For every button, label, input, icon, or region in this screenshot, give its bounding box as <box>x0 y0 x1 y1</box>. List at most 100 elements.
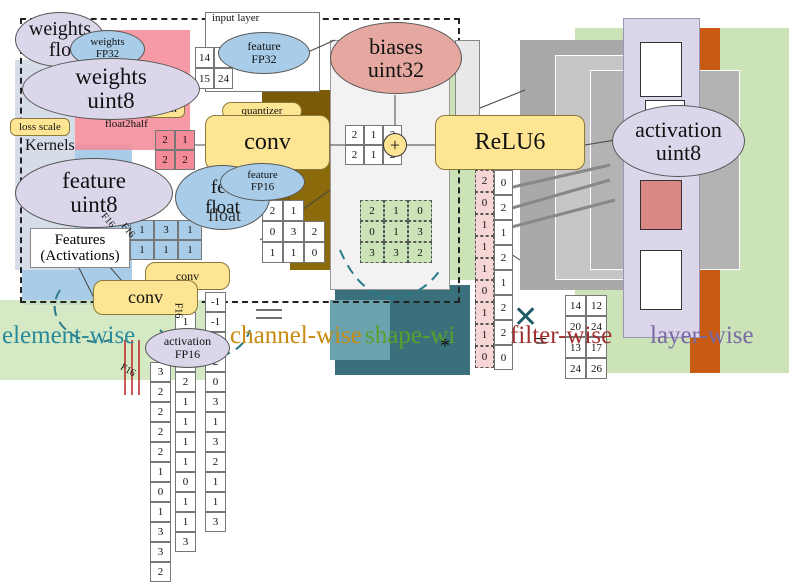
row-lower-cell: 0 <box>175 472 196 492</box>
f16-tag-3: F16 <box>172 302 184 319</box>
feature-float-bottom: float <box>205 196 240 218</box>
weights-uint8-ellipse: weights uint8 <box>22 58 200 120</box>
feature-fp16-top: feature <box>247 169 278 182</box>
feature-uint8-ellipse: feature uint8 <box>15 158 173 228</box>
biases-top: biases <box>369 33 423 59</box>
conv-small-label: conv <box>175 268 200 283</box>
shape-wise-label: shape-wi <box>365 322 456 349</box>
left-small-cell: 14 <box>195 47 214 68</box>
left-grid-cell: 1 <box>175 130 195 150</box>
features-activations-box: Features (Activations) <box>30 228 130 268</box>
input-layer-label: input layer <box>212 12 260 24</box>
loss-scale-label: loss scale <box>10 118 70 136</box>
matrix-a-cell: 0 <box>360 221 384 242</box>
feature-fp32-bottom: FP32 <box>251 52 277 66</box>
conv-mid-box: conv <box>93 280 198 315</box>
weights-fp32-top: weights <box>90 36 125 49</box>
result-matrix-cell: 24 <box>586 316 607 337</box>
bottom-row-cell: 2 <box>150 402 171 422</box>
activation-uint8-top: activation <box>635 116 722 142</box>
connector-lines <box>53 39 616 395</box>
matrix-top-cell: 2 <box>345 125 364 145</box>
cube-top <box>640 42 682 97</box>
matrix-a-cell: 3 <box>384 242 408 263</box>
result-matrix-cell: 20 <box>565 316 586 337</box>
matrix-a-cell: 2 <box>360 200 384 221</box>
result-matrix-cell: 24 <box>565 358 586 379</box>
row-middle-cell: 0 <box>205 372 226 392</box>
activation-uint8-ellipse: activation uint8 <box>612 105 745 177</box>
result-matrix-cell: 17 <box>586 337 607 358</box>
result-matrix-cell: 26 <box>586 358 607 379</box>
row-lower-cell: 3 <box>175 532 196 552</box>
row-lower-cell: 1 <box>175 432 196 452</box>
row-middle-cell: 3 <box>205 392 226 412</box>
conv-mid-label: conv <box>128 287 163 307</box>
red-column-right-cell: 1 <box>494 220 513 245</box>
weights-flo-top: weights <box>28 17 92 40</box>
quantizer-label: quantizer <box>241 105 283 117</box>
bottom-row-cell: 2 <box>150 442 171 462</box>
matrix-top-cell: 1 <box>364 125 383 145</box>
row-middle-cell: 3 <box>205 432 226 452</box>
bottom-row-cell: 0 <box>150 482 171 502</box>
element-wise-label: element-wise <box>2 322 136 349</box>
red-column-cell: 1 <box>475 236 494 258</box>
asterisk-symbol: * <box>440 335 450 357</box>
matrix-a-cell: 1 <box>384 221 408 242</box>
activation-uint8-bottom: uint8 <box>655 140 702 165</box>
row-lower-cell: 2 <box>175 372 196 392</box>
matrix-a-cell: 1 <box>384 200 408 221</box>
center-grid-cell: 1 <box>283 200 304 221</box>
cube-bottom <box>640 250 682 310</box>
red-column-right-cell: 0 <box>494 170 513 195</box>
cube-red <box>640 180 682 230</box>
kernels-label: Kernels <box>25 137 75 154</box>
layer-wise-label: layer-wise <box>650 322 754 349</box>
bottom-row-cell: 1 <box>150 502 171 522</box>
center-grid-cell: 0 <box>304 242 325 263</box>
feature-uint8-bottom: uint8 <box>70 192 118 217</box>
row-lower-cell: 1 <box>175 452 196 472</box>
left-small-cell: 24 <box>214 68 233 89</box>
feature-fp32-top: feature <box>247 39 281 54</box>
plus-symbol: + <box>389 134 401 155</box>
left-mid-cell: 1 <box>178 240 202 260</box>
result-matrix-cell: 13 <box>565 337 586 358</box>
bottom-row-cell: 1 <box>150 462 171 482</box>
weights-flo-bottom: flo <box>48 38 72 61</box>
red-column-right-cell: 0 <box>494 345 513 370</box>
row-middle-cell: 1 <box>205 472 226 492</box>
red-column-cell: 1 <box>475 302 494 324</box>
red-column-cell: 0 <box>475 192 494 214</box>
bottom-row-cell: 3 <box>150 542 171 562</box>
left-grid-cell: 2 <box>155 130 175 150</box>
row-middle-cell: -1 <box>205 312 226 332</box>
channel-wise-label: channel-wise <box>230 322 362 349</box>
matrix-a-cell: 3 <box>360 242 384 263</box>
left-grid-cell: 2 <box>175 150 195 170</box>
red-column-cell: 1 <box>475 324 494 346</box>
row-lower-cell: 1 <box>175 392 196 412</box>
activation-fp16-bottom: FP16 <box>174 347 201 361</box>
activation-fp16-top: activation <box>163 334 212 349</box>
red-column-right-cell: 2 <box>494 245 513 270</box>
biases-bottom: uint32 <box>367 57 425 82</box>
red-column-right-cell: 2 <box>494 320 513 345</box>
result-matrix-cell: 14 <box>565 295 586 316</box>
bottom-row-cell: 3 <box>150 522 171 542</box>
row-lower-cell: 1 <box>175 412 196 432</box>
matrix-top-cell: 1 <box>364 145 383 165</box>
weights-uint8-bottom: uint8 <box>87 88 135 113</box>
feature-fp16-ellipse: feature FP16 <box>220 163 305 201</box>
left-mid-cell: 1 <box>130 240 154 260</box>
red-column-cell: 1 <box>475 258 494 280</box>
matrix-a-cell: 0 <box>408 200 432 221</box>
left-mid-cell: 1 <box>154 240 178 260</box>
relu6-box: ReLU6 <box>435 115 585 170</box>
feature-fp16-bottom: FP16 <box>250 181 275 193</box>
row-middle-cell: 1 <box>205 412 226 432</box>
red-column-cell: 2 <box>475 170 494 192</box>
red-column-right-cell: 2 <box>494 295 513 320</box>
red-column-right-cell: 2 <box>494 195 513 220</box>
